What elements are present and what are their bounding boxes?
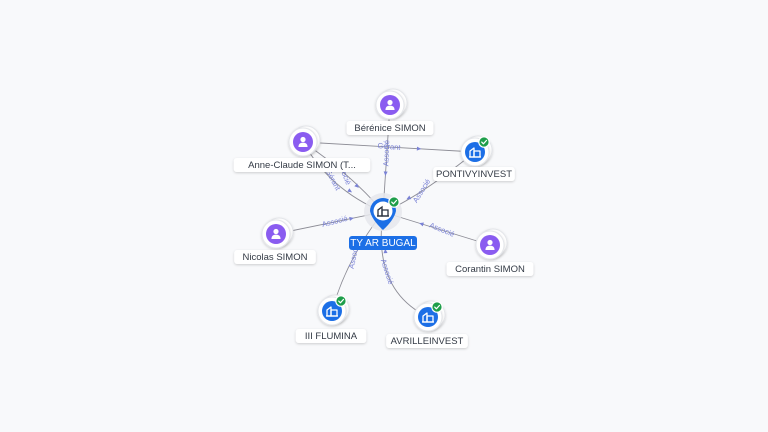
edge-arrow-icon bbox=[354, 183, 359, 188]
edge-line bbox=[302, 141, 476, 153]
node-label: Bérénice SIMON bbox=[354, 123, 425, 134]
edge-arrow-icon bbox=[406, 195, 412, 200]
edge-label: Associé bbox=[428, 221, 456, 239]
node-corantin[interactable]: Corantin SIMON bbox=[446, 228, 534, 276]
edge-arrow-icon bbox=[347, 188, 353, 193]
node-avrille[interactable]: AVRILLEINVEST bbox=[386, 300, 468, 348]
node-label: AVRILLEINVEST bbox=[391, 336, 464, 347]
company-icon bbox=[422, 312, 434, 323]
verified-check-icon bbox=[478, 136, 490, 148]
node-label: Corantin SIMON bbox=[455, 264, 525, 275]
edge-arrow-icon bbox=[383, 171, 388, 176]
node-berenice[interactable]: Bérénice SIMON bbox=[346, 88, 434, 135]
node-label-pill bbox=[233, 158, 371, 172]
person-icon bbox=[485, 239, 495, 250]
company-icon bbox=[377, 205, 389, 217]
edge-anneclaude-pontivy: Gérant bbox=[302, 141, 476, 153]
person-icon bbox=[385, 99, 395, 110]
center-node[interactable]: TY AR BUGAL bbox=[349, 193, 417, 250]
company-icon bbox=[326, 306, 338, 317]
node-pontivy[interactable]: PONTIVYINVEST bbox=[433, 135, 515, 181]
edge-arrow-icon bbox=[383, 248, 388, 254]
verified-check-icon bbox=[335, 295, 347, 307]
person-icon bbox=[298, 136, 308, 147]
node-flumina[interactable]: III FLUMINA bbox=[295, 294, 367, 343]
edge-label: Associé bbox=[321, 214, 349, 229]
center-label: TY AR BUGAL bbox=[350, 238, 416, 249]
edge-arrow-icon bbox=[349, 216, 354, 221]
node-anneclaude[interactable]: Anne-Claude SIMON (T... bbox=[233, 125, 371, 172]
node-label-pill bbox=[446, 262, 534, 276]
node-label-pill bbox=[295, 329, 367, 343]
node-label-pill bbox=[386, 334, 468, 348]
verified-check-icon bbox=[431, 301, 443, 313]
edge-label: Gérant bbox=[377, 141, 402, 152]
person-icon bbox=[271, 228, 281, 239]
verified-check-icon bbox=[388, 196, 400, 208]
edge-label: Associé bbox=[379, 258, 396, 286]
company-icon bbox=[469, 147, 481, 158]
node-label: III FLUMINA bbox=[305, 331, 358, 342]
node-label-pill bbox=[234, 250, 316, 264]
node-label: PONTIVYINVEST bbox=[436, 169, 512, 180]
center-label-pill bbox=[349, 236, 417, 250]
node-label-pill bbox=[433, 167, 515, 181]
nodes-layer: Bérénice SIMON Anne-Claude SIMON (T... PON… bbox=[233, 88, 534, 348]
node-label: Nicolas SIMON bbox=[243, 252, 308, 263]
node-label-pill bbox=[346, 121, 434, 135]
edge-arrow-icon bbox=[416, 146, 422, 151]
edge-arrow-icon bbox=[419, 222, 424, 227]
node-label: Anne-Claude SIMON (T... bbox=[248, 160, 356, 171]
node-nicolas[interactable]: Nicolas SIMON bbox=[234, 217, 316, 264]
edge-label: Associé bbox=[381, 140, 391, 167]
edge-label: Associé bbox=[411, 177, 433, 204]
